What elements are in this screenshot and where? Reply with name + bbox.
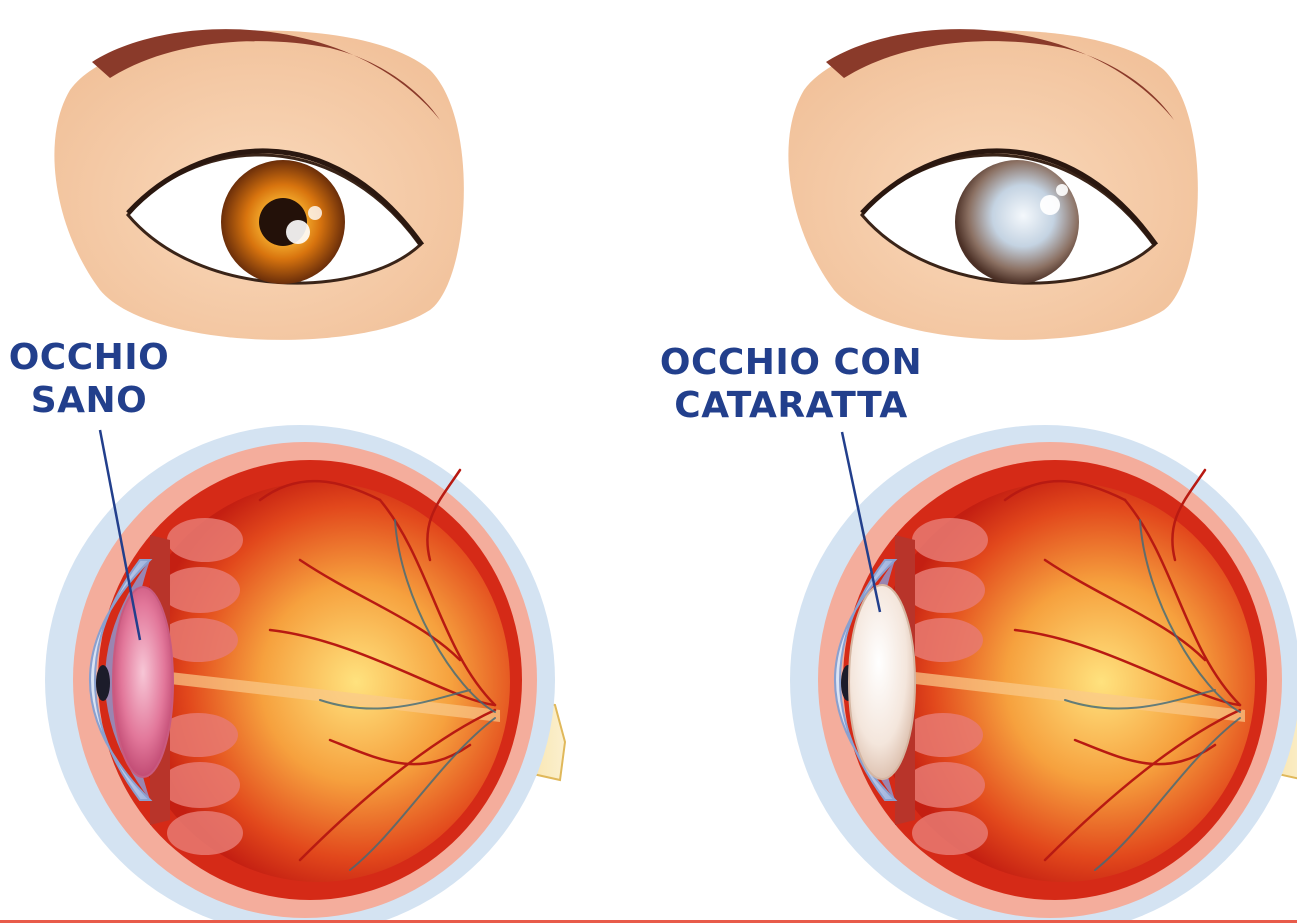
cataract-eye-label-line2: CATARATTA	[674, 385, 907, 426]
cataract-eye-front-icon	[788, 29, 1197, 340]
healthy-eye-cross-section-icon	[45, 425, 565, 923]
healthy-eye-label-line2: SANO	[31, 380, 148, 421]
healthy-eye-label-line1: OCCHIO	[9, 337, 170, 378]
cataract-eye-cross-section-icon	[790, 425, 1297, 923]
cataract-eye-label-line1: OCCHIO CON	[660, 342, 922, 383]
cataract-eye-label: OCCHIO CON CATARATTA	[652, 341, 930, 427]
healthy-eye-label: OCCHIO SANO	[0, 336, 178, 422]
healthy-eye-front-icon	[54, 29, 463, 340]
